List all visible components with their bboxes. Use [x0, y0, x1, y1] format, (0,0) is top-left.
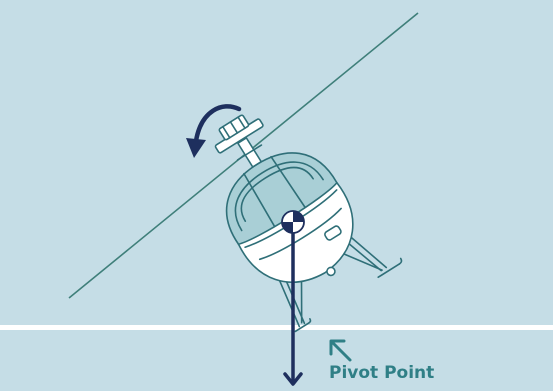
pointer-arrow-icon [331, 341, 350, 360]
ground-line [0, 325, 553, 330]
cg-symbol-icon [282, 211, 304, 233]
pivot-point-label: Pivot Point [329, 365, 434, 382]
